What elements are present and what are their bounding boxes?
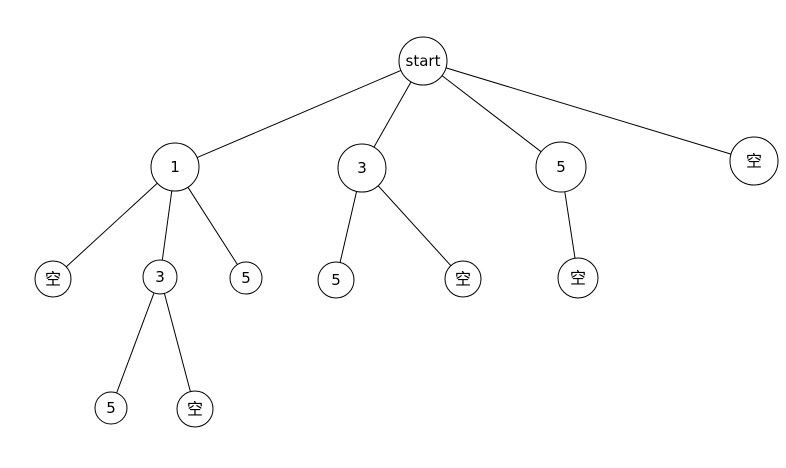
node-label: 空 <box>570 269 586 288</box>
node-label: 3 <box>357 159 367 177</box>
tree-node: 5 <box>535 141 587 193</box>
tree-edge <box>196 69 402 159</box>
node-circle <box>150 142 200 192</box>
node-circle <box>398 36 448 86</box>
node-circle <box>337 143 387 193</box>
node-label: 3 <box>155 268 165 286</box>
node-label: start <box>406 52 441 70</box>
node-label: 1 <box>170 158 180 176</box>
node-label: 空 <box>746 152 762 171</box>
tree-node: 空 <box>729 136 779 186</box>
node-circle <box>176 390 214 428</box>
node-circle <box>557 257 599 299</box>
node-circle <box>142 259 178 295</box>
tree-edge <box>445 67 732 155</box>
tree-node: 1 <box>150 142 200 192</box>
edges <box>65 67 732 394</box>
tree-edge <box>65 182 158 268</box>
node-label: 空 <box>45 270 61 289</box>
tree-node: 空 <box>34 260 72 298</box>
node-circle <box>94 391 128 425</box>
node-circle <box>729 136 779 186</box>
tree-node: 3 <box>337 143 387 193</box>
tree-edge <box>441 75 542 153</box>
tree-node: 5 <box>317 261 355 299</box>
tree-node: 3 <box>142 259 178 295</box>
tree-edge <box>377 185 452 267</box>
tree-edge <box>564 191 576 259</box>
node-label: 5 <box>241 269 251 287</box>
tree-node: 空 <box>444 260 482 298</box>
node-label: 空 <box>187 400 203 419</box>
tree-node: 空 <box>176 390 214 428</box>
node-label: 5 <box>331 271 341 289</box>
node-circle <box>444 260 482 298</box>
tree-edge <box>163 293 191 392</box>
tree-edge <box>187 186 238 265</box>
tree-edge <box>116 292 155 394</box>
node-label: 空 <box>455 270 471 289</box>
tree-edge <box>373 81 412 148</box>
root-node: start <box>398 36 448 86</box>
node-label: 5 <box>556 158 566 176</box>
node-circle <box>535 141 587 193</box>
node-label: 5 <box>106 399 116 417</box>
nodes: 空 5 空 3 5 1 5 空 3 空 5 空 start <box>34 36 779 428</box>
tree-edge <box>161 190 173 261</box>
node-circle <box>317 261 355 299</box>
tree-edge <box>339 191 358 263</box>
tree-node: 5 <box>229 261 263 295</box>
tree-node: 空 <box>557 257 599 299</box>
node-circle <box>229 261 263 295</box>
tree-node: 5 <box>94 391 128 425</box>
node-circle <box>34 260 72 298</box>
